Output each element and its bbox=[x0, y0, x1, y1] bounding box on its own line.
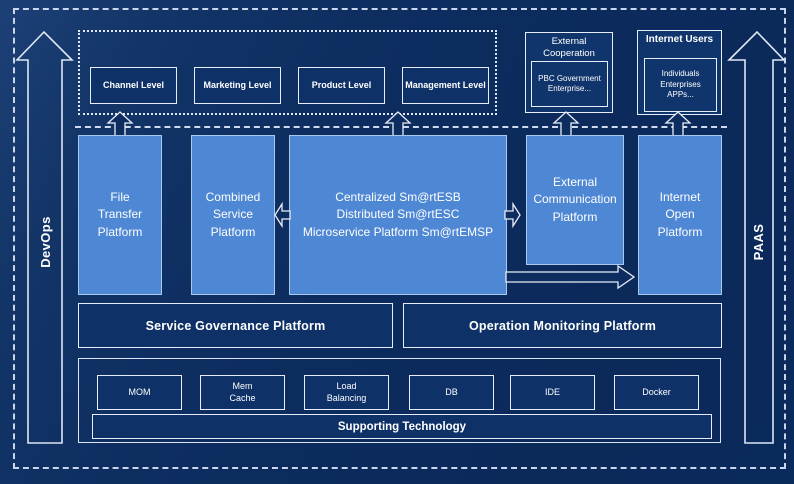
right-arrow-icon bbox=[504, 201, 521, 229]
supporting-technology-bar: Supporting Technology bbox=[92, 414, 712, 439]
external-cooperation-box: External Cooperation PBC Government Ente… bbox=[525, 32, 613, 113]
esb-suite-platform-box: Centralized Sm@rtESB Distributed Sm@rtES… bbox=[289, 135, 507, 295]
devops-rail-label: DevOps bbox=[35, 197, 55, 287]
operation-monitoring-platform-box: Operation Monitoring Platform bbox=[403, 303, 722, 348]
tech-box-db: DB bbox=[409, 375, 494, 410]
combined-service-platform-box: Combined Service Platform bbox=[191, 135, 275, 295]
tech-box-docker: Docker bbox=[614, 375, 699, 410]
service-governance-platform-box: Service Governance Platform bbox=[78, 303, 393, 348]
esb-to-internet-open-arrow-icon bbox=[505, 264, 636, 290]
external-cooperation-title: External Cooperation bbox=[543, 36, 595, 59]
paas-label-text: PAAS bbox=[750, 223, 766, 261]
tech-box-ide: IDE bbox=[510, 375, 595, 410]
tech-box-load-balancing: Load Balancing bbox=[304, 375, 389, 410]
internet-users-members-box: Individuals Enterprises APPs... bbox=[644, 58, 717, 112]
supporting-technology-container bbox=[78, 358, 721, 443]
internet-users-box: Internet Users Individuals Enterprises A… bbox=[637, 30, 722, 115]
channel-level-box: Channel Level bbox=[90, 67, 177, 104]
external-cooperation-members-box: PBC Government Enterprise... bbox=[531, 61, 608, 107]
levels-dashed-container bbox=[78, 30, 497, 115]
paas-up-arrow-icon bbox=[727, 30, 786, 444]
file-transfer-platform-box: File Transfer Platform bbox=[78, 135, 162, 295]
devops-up-arrow-icon bbox=[15, 30, 74, 444]
devops-label-text: DevOps bbox=[37, 216, 53, 268]
internet-users-title: Internet Users bbox=[645, 34, 714, 45]
external-communication-platform-box: External Communication Platform bbox=[526, 135, 624, 265]
management-level-box: Management Level bbox=[402, 67, 489, 104]
tech-box-mom: MOM bbox=[97, 375, 182, 410]
internet-open-platform-box: Internet Open Platform bbox=[638, 135, 722, 295]
tech-box-mem-cache: Mem Cache bbox=[200, 375, 285, 410]
left-arrow-icon bbox=[274, 201, 291, 229]
paas-rail-label: PAAS bbox=[748, 196, 768, 288]
outer-dashed-frame bbox=[13, 8, 786, 469]
marketing-level-box: Marketing Level bbox=[194, 67, 281, 104]
product-level-box: Product Level bbox=[298, 67, 385, 104]
